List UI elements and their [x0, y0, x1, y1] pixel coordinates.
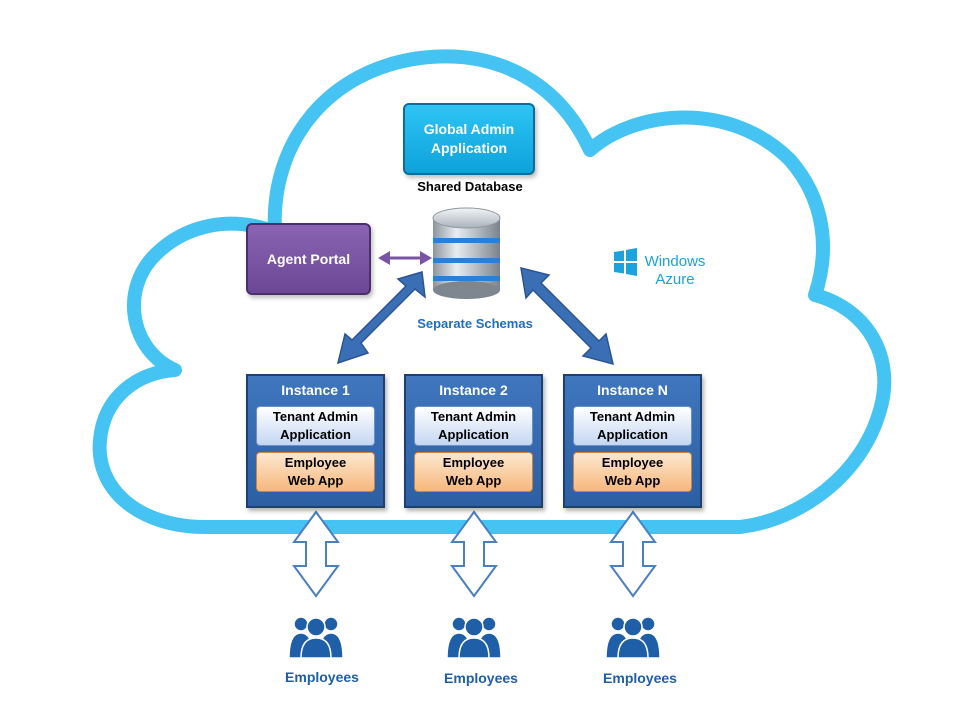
employees-label: Employees	[603, 670, 677, 686]
users-group-icon	[288, 616, 344, 659]
separate-schemas-label: Separate Schemas	[417, 316, 533, 331]
global-admin-line2: Application	[430, 140, 508, 156]
employee-line1: Employee	[284, 455, 347, 470]
employee-web-app: Employee Web App	[573, 452, 692, 492]
global-admin-application-box: Global Admin Application	[403, 103, 535, 175]
schema-arrow-left	[336, 271, 426, 365]
agent-portal-label: Agent Portal	[266, 251, 351, 267]
employee-line2: Web App	[445, 473, 502, 488]
users-group-icon	[605, 616, 661, 659]
employee-line1: Employee	[442, 455, 505, 470]
users-group-icon	[446, 616, 502, 659]
shared-database-label: Shared Database	[417, 179, 523, 194]
employee-line2: Web App	[287, 473, 344, 488]
employee-line2: Web App	[604, 473, 661, 488]
agent-portal-box: Agent Portal	[246, 223, 371, 295]
azure-line1: Windows	[644, 253, 706, 270]
schema-arrow-right	[520, 266, 615, 366]
tenant-line1: Tenant Admin	[272, 409, 359, 424]
tenant-line1: Tenant Admin	[589, 409, 676, 424]
tenant-line2: Application	[438, 427, 509, 442]
employees-label: Employees	[285, 669, 359, 685]
azure-line2: Azure	[655, 271, 695, 288]
instance-box: Instance 1 Tenant Admin Application Empl…	[246, 374, 385, 508]
instance-title: Instance N	[597, 382, 668, 398]
employee-access-arrow	[609, 510, 657, 598]
employees-label: Employees	[444, 670, 518, 686]
employee-web-app: Employee Web App	[256, 452, 375, 492]
tenant-line2: Application	[597, 427, 668, 442]
employee-access-arrow	[450, 510, 498, 598]
instance-box: Instance 2 Tenant Admin Application Empl…	[404, 374, 543, 508]
tenant-admin-application: Tenant Admin Application	[573, 406, 692, 446]
tenant-line2: Application	[280, 427, 351, 442]
global-admin-line1: Global Admin	[423, 121, 515, 137]
employee-web-app: Employee Web App	[414, 452, 533, 492]
instance-title: Instance 1	[281, 382, 350, 398]
employee-line1: Employee	[601, 455, 664, 470]
tenant-admin-application: Tenant Admin Application	[414, 406, 533, 446]
tenant-admin-application: Tenant Admin Application	[256, 406, 375, 446]
tenant-line1: Tenant Admin	[430, 409, 517, 424]
employee-access-arrow	[292, 510, 340, 598]
database-icon	[432, 207, 501, 299]
agent-db-arrow	[378, 251, 432, 265]
instance-box: Instance N Tenant Admin Application Empl…	[563, 374, 702, 508]
windows-azure-label: Windows Azure	[640, 253, 710, 289]
windows-logo-icon	[614, 248, 637, 276]
instance-title: Instance 2	[439, 382, 508, 398]
